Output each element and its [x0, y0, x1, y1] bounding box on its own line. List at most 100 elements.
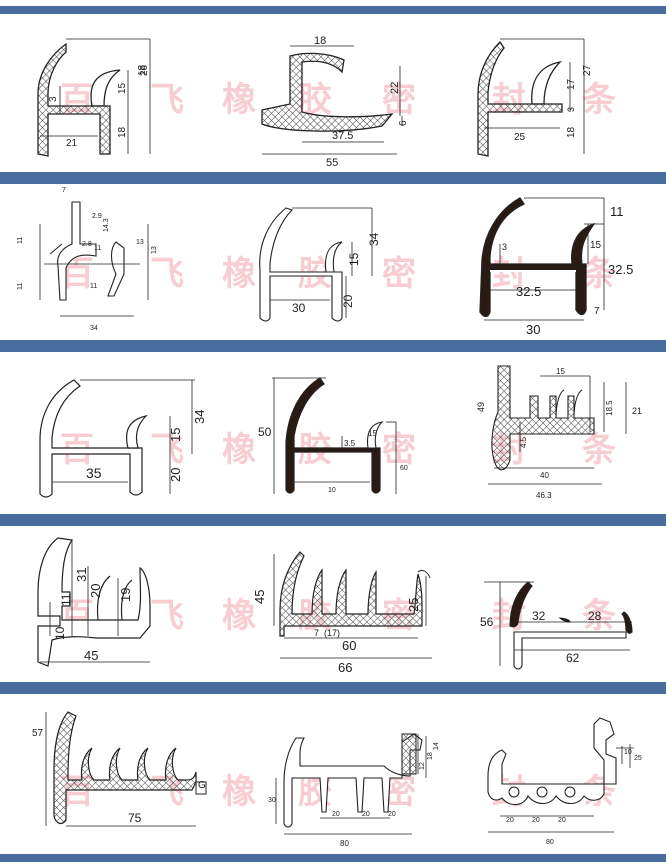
divider-band — [0, 340, 666, 352]
dimension-label: 32 — [532, 609, 546, 623]
dimension-label: 11 — [90, 283, 97, 290]
dimension-label: 11 — [94, 245, 101, 252]
dimension-label: 3.5 — [344, 439, 356, 448]
dimension-label: 18.5 — [605, 400, 614, 416]
dimension-label: 10 — [328, 487, 336, 494]
dimension-label: 11 — [17, 237, 24, 244]
divider-band — [0, 682, 666, 694]
divider-band — [0, 172, 666, 184]
dimension-label: 20 — [88, 584, 103, 598]
dimension-label: 4.5 — [519, 436, 528, 448]
divider-band — [0, 6, 666, 14]
dimension-label: 18 — [117, 126, 128, 138]
dimension-label: 56 — [480, 615, 494, 629]
dimension-label: 34 — [192, 410, 207, 424]
dimension-label: 30 — [526, 322, 540, 337]
dimension-label: 7 — [594, 306, 600, 317]
dimension-label: (17) — [324, 628, 340, 638]
seal-profile-2-1: 7 2.9 14.3 11 11 2.8 13 13 11 11 34 — [0, 184, 222, 340]
dimension-label: 30 — [268, 797, 276, 804]
dimension-label: 18 — [137, 64, 148, 76]
dimension-label: 17 — [566, 78, 577, 90]
seal-profile-1-2: 18 22 6 37.5 55 — [222, 14, 444, 172]
dimension-label: 20 — [168, 468, 183, 482]
dimension-label: 15 — [347, 252, 361, 266]
dimension-label: 28 — [588, 609, 602, 623]
dimension-label: 18 — [314, 35, 326, 47]
dimension-label: 31 — [74, 568, 89, 582]
dimension-label: 45 — [252, 590, 267, 604]
seal-profile-1-3: 17 27 3 25 18 — [444, 14, 666, 172]
dimension-label: 2.9 — [92, 213, 102, 220]
dimension-label: 18 — [566, 126, 577, 138]
dimension-label: 21 — [632, 406, 642, 416]
dimension-label: 30 — [292, 301, 306, 315]
dimension-label: 10 — [624, 749, 632, 756]
dimension-label: 15 — [368, 429, 377, 438]
dimension-label: 13 — [136, 239, 144, 246]
dimension-label: 37.5 — [332, 130, 353, 142]
dimension-label: 20 — [362, 811, 370, 818]
dimension-label: 35 — [86, 465, 102, 481]
dimension-label: 7 — [62, 187, 66, 194]
seal-profile-4-3: 56 32 28 62 — [444, 526, 666, 682]
profile-row-3: 百 飞 橡 胶 密 封 条 34 15 35 20 — [0, 352, 666, 514]
seal-profile-1-1: 18 3 15 26 21 18 — [0, 14, 222, 172]
profile-row-2: 百 飞 橡 胶 密 封 条 7 2.9 14.3 11 11 — [0, 184, 666, 340]
dimension-label: 62 — [566, 651, 580, 665]
dimension-label: 3 — [566, 107, 576, 112]
dimension-label: 7 — [314, 628, 319, 638]
dimension-label: 6 — [398, 120, 409, 126]
dimension-label: 25 — [634, 755, 642, 762]
dimension-label: 14 — [433, 742, 440, 750]
dimension-label: 66 — [338, 660, 352, 675]
dimension-label: 34 — [90, 325, 98, 332]
dimension-label: 25 — [514, 132, 526, 143]
dimension-label: 22 — [389, 82, 401, 94]
dimension-label: 80 — [340, 839, 349, 848]
seal-profile-3-3: 49 15 18.5 21 4.5 40 46.3 — [444, 352, 666, 514]
dimension-label: 14.3 — [103, 218, 110, 232]
dimension-label: 20 — [506, 817, 514, 824]
dimension-label: 26 — [139, 64, 150, 76]
seal-profile-5-2: 18 14 12 30 20 20 20 80 — [222, 694, 444, 854]
dimension-label: 75 — [128, 811, 142, 825]
dimension-label: 20 — [558, 817, 566, 824]
profile-row-4: 百 飞 橡 胶 密 封 条 31 20 19 11 10 — [0, 526, 666, 682]
dimension-label: 15 — [117, 82, 128, 94]
dimension-label: 27 — [582, 64, 593, 76]
dimension-label: 12 — [419, 762, 426, 770]
dimension-label: 11 — [59, 593, 73, 606]
dimension-label: G — [198, 780, 206, 791]
dimension-label: 40 — [540, 471, 549, 480]
dimension-label: 60 — [342, 638, 356, 653]
dimension-label: 20 — [332, 811, 340, 818]
dimension-label: 32.5 — [516, 284, 541, 299]
seal-profile-4-1: 31 20 19 11 10 45 — [0, 526, 222, 682]
dimension-label: 11 — [17, 283, 24, 290]
dimension-label: 32.5 — [608, 262, 633, 277]
dimension-label: 50 — [258, 425, 272, 439]
dimension-label: 57 — [32, 728, 44, 739]
divider-band — [0, 854, 666, 862]
seal-profile-3-2: 50 3.5 15 10 60 — [222, 352, 444, 514]
dimension-label: 2.8 — [82, 241, 92, 248]
dimension-label: 13 — [151, 246, 158, 254]
dimension-label: 19 — [118, 588, 133, 602]
dimension-label: 15 — [556, 367, 565, 376]
dimension-label: 46.3 — [536, 491, 552, 500]
dimension-label: 55 — [326, 157, 338, 169]
seal-profile-3-1: 34 15 35 20 — [0, 352, 222, 514]
dimension-label: 10 — [53, 626, 67, 640]
divider-band — [0, 514, 666, 526]
dimension-label: 21 — [66, 138, 78, 149]
dimension-label: 60 — [400, 465, 408, 472]
dimension-label: 18 — [427, 752, 434, 760]
dimension-label: 80 — [546, 839, 554, 846]
dimension-label: 3 — [502, 242, 507, 252]
seal-profile-5-1: 57 G 75 — [0, 694, 222, 854]
dimension-label: 11 — [610, 204, 624, 219]
seal-profile-2-3: 11 3 15 32.5 32.5 30 7 — [444, 184, 666, 340]
seal-profile-2-2: 34 15 30 20 — [222, 184, 444, 340]
